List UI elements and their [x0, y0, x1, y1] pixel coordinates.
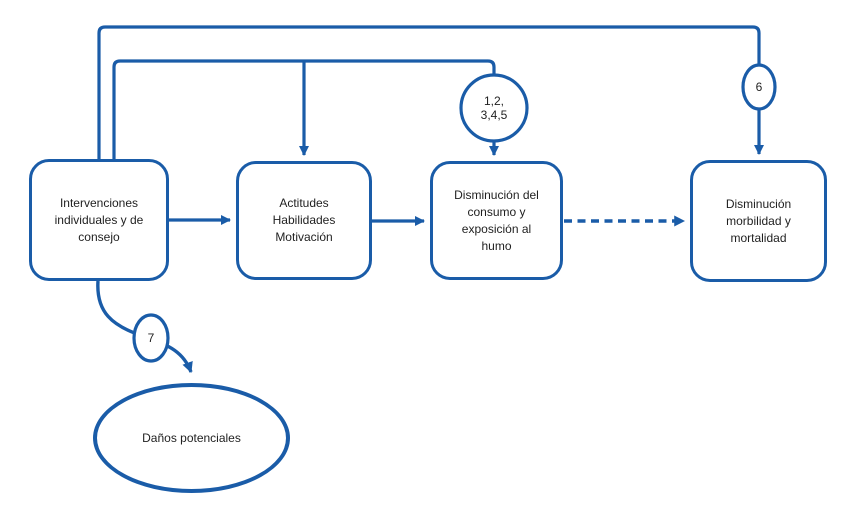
- badge-12345-circle: [459, 73, 529, 143]
- node-morbidity-label: Disminución morbilidad y mortalidad: [725, 196, 792, 245]
- node-interventions: Intervenciones individuales y de consejo: [29, 159, 169, 281]
- node-interventions-label: Intervenciones individuales y de consejo: [54, 195, 144, 244]
- badge-6-label: 6: [755, 80, 763, 94]
- node-consumption-label: Disminución del consumo y exposición al …: [454, 187, 539, 253]
- node-harms-label: Daños potenciales: [142, 430, 241, 445]
- node-harms: Daños potenciales: [93, 383, 290, 493]
- node-attitudes: Actitudes Habilidades Motivación: [236, 161, 372, 280]
- badge-6-circle: [741, 63, 777, 111]
- edge-interventions-morbidity: [97, 25, 765, 160]
- badge-12345-label: 1,2, 3,4,5: [480, 94, 508, 122]
- node-attitudes-label: Actitudes Habilidades Motivación: [272, 196, 336, 244]
- badge-7-circle: [132, 313, 170, 363]
- node-consumption: Disminución del consumo y exposición al …: [430, 161, 563, 280]
- badge-7-label: 7: [147, 331, 155, 345]
- node-morbidity: Disminución morbilidad y mortalidad: [690, 160, 827, 282]
